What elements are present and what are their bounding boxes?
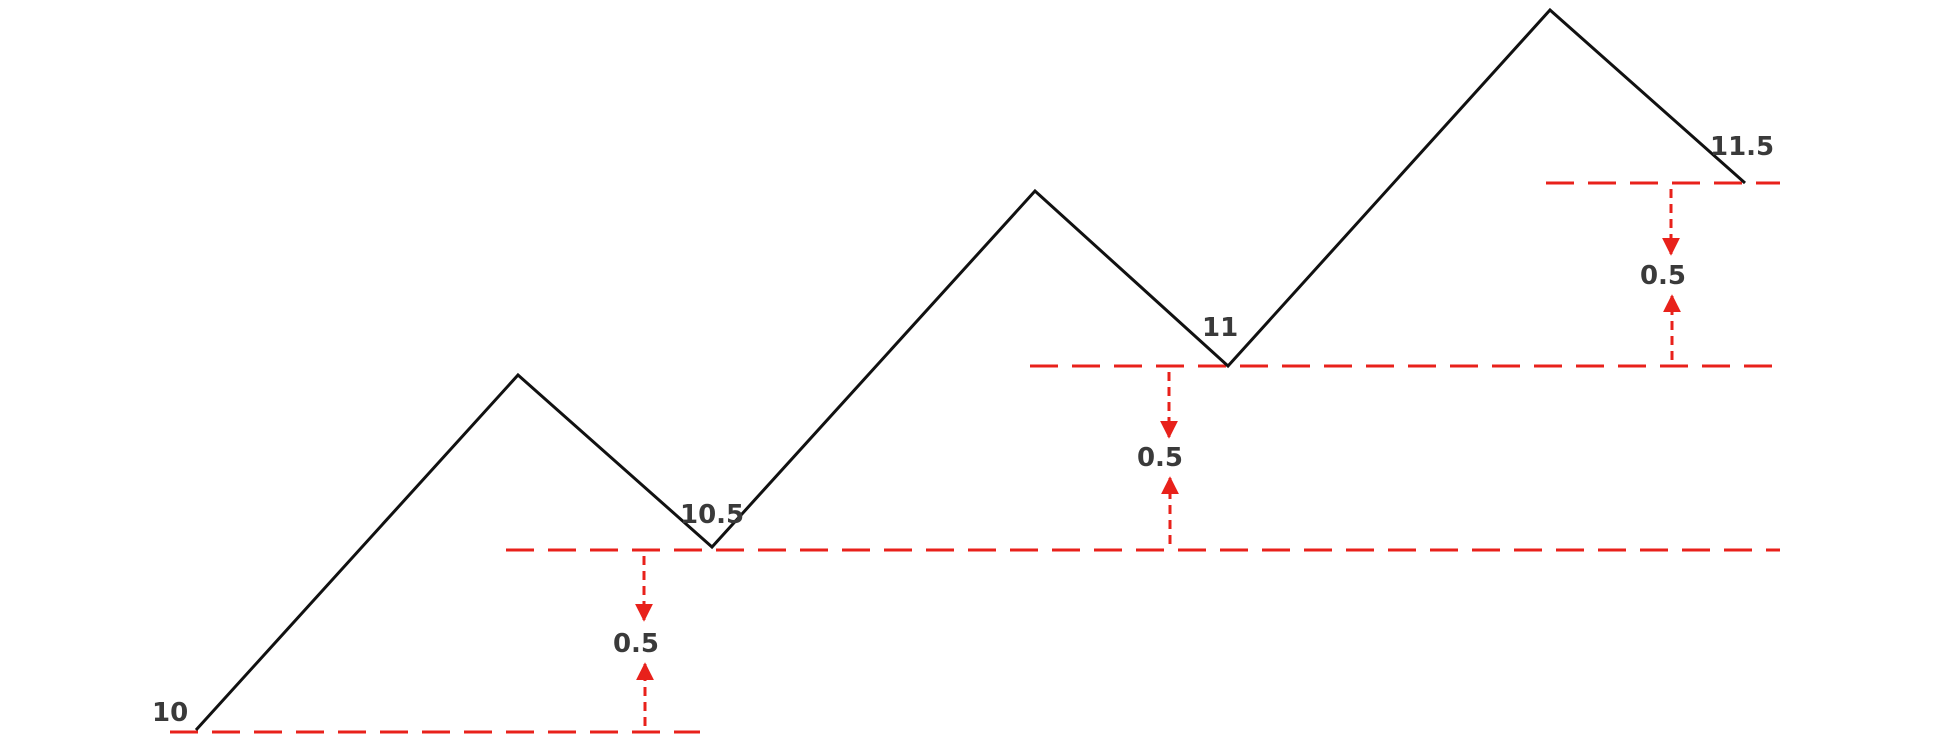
level-labels: 10 10.5 11 11.5 xyxy=(152,132,1774,728)
level-label-11: 11 xyxy=(1202,313,1238,343)
step-indicators xyxy=(635,189,1681,726)
level-label-10: 10 xyxy=(152,698,188,728)
step-label-1: 0.5 xyxy=(613,629,659,659)
step-labels: 0.5 0.5 0.5 xyxy=(613,261,1686,659)
level-label-11-5: 11.5 xyxy=(1710,132,1774,162)
step-label-2: 0.5 xyxy=(1137,443,1183,473)
zigzag-path xyxy=(194,7,1746,732)
level-label-10-5: 10.5 xyxy=(680,500,744,530)
step-label-3: 0.5 xyxy=(1640,261,1686,291)
level-guides xyxy=(170,181,1780,734)
